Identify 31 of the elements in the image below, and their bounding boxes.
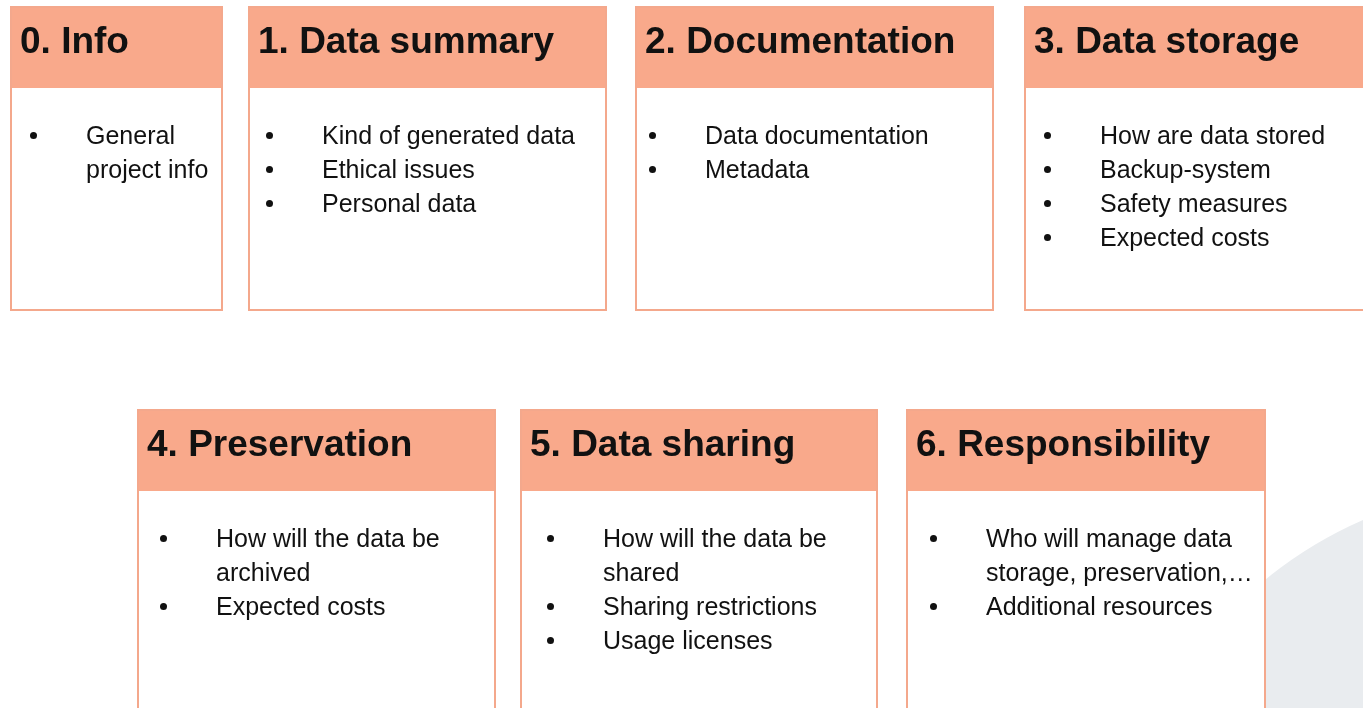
card-heading: 5. Data sharing xyxy=(522,411,876,491)
bullet-text: How will the data be shared xyxy=(603,523,828,588)
card-heading: 2. Documentation xyxy=(637,8,992,88)
card-heading: 3. Data storage xyxy=(1026,8,1363,88)
bullet-text: Kind of generated data xyxy=(322,120,575,151)
bullet-text: General project info xyxy=(86,120,210,185)
bullet-text: Ethical issues xyxy=(322,154,475,185)
bullet-text: Safety measures xyxy=(1100,188,1288,219)
card-heading: 1. Data summary xyxy=(250,8,605,88)
bullet-text: How are data stored xyxy=(1100,120,1326,151)
topic-card xyxy=(906,409,1266,708)
bullet-text: Data documentation xyxy=(705,120,929,151)
bullet-text: How will the data be archived xyxy=(216,523,441,588)
topic-card xyxy=(248,6,607,311)
card-heading: 0. Info xyxy=(12,8,221,88)
bullet-text: Expected costs xyxy=(216,591,386,622)
bullet-text: Sharing restrictions xyxy=(603,591,817,622)
bullet-text: Additional resources xyxy=(986,591,1213,622)
bullet-text: Expected costs xyxy=(1100,222,1270,253)
card-heading: 6. Responsibility xyxy=(908,411,1264,491)
topic-card xyxy=(10,6,223,311)
card-heading: 4. Preservation xyxy=(139,411,494,491)
topic-card xyxy=(635,6,994,311)
bullet-text: Backup-system xyxy=(1100,154,1271,185)
topic-card xyxy=(137,409,496,708)
bullet-text: Who will manage data storage, preservation,… xyxy=(986,523,1254,588)
bullet-text: Metadata xyxy=(705,154,810,185)
bullet-text: Usage licenses xyxy=(603,625,773,656)
bullet-text: Personal data xyxy=(322,188,477,219)
topic-card xyxy=(1024,6,1363,311)
topic-card xyxy=(520,409,878,708)
